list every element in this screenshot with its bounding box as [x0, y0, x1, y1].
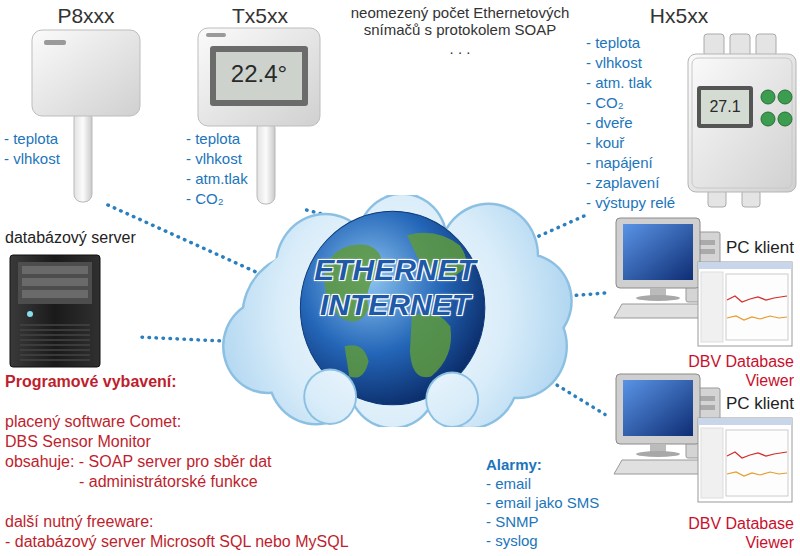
software-heading: Programové vybavení: [5, 372, 177, 391]
measured-quantity: - zaplavení [586, 174, 659, 192]
database-server: databázový server [2, 228, 142, 368]
network-link [142, 337, 226, 341]
model-heading: Hx5xx [644, 3, 714, 28]
measured-quantity: - dveře [586, 114, 633, 132]
lcd-reading: 22.4° [216, 60, 302, 89]
continent [410, 313, 451, 378]
lcd-display [701, 90, 749, 124]
software-note: další nutný freeware: [5, 512, 154, 531]
pc-drawing [614, 218, 792, 346]
display-bezel [210, 46, 308, 106]
pc-drawing [614, 374, 792, 502]
drive-cage [18, 262, 92, 304]
brand-mark [44, 40, 66, 45]
network-cloud: ETHERNET INTERNET [210, 195, 580, 427]
cloud-front [305, 371, 477, 426]
drive-bay [22, 290, 88, 298]
control-button [778, 112, 792, 126]
lcd-display [216, 52, 302, 100]
control-button [761, 112, 775, 126]
cloud-puff [427, 374, 477, 426]
measured-quantity: - vlhkost [186, 150, 242, 168]
software-note: - databázový server Microsoft SQL nebo M… [5, 532, 349, 551]
alarm-item: - email [486, 475, 531, 493]
sensor-p8-drawing [32, 30, 140, 202]
alarm-heading: Alarmy: [486, 456, 542, 474]
drive-bay [22, 278, 88, 286]
cable-gland [704, 34, 724, 56]
ellipsis-mark: . . . [440, 40, 480, 58]
cloud-puff [425, 372, 479, 427]
measured-quantity: - teplota [4, 130, 58, 148]
sensor-hx: Hx5xx- teplota - vlhkost - atm. tlak - CO₂ -… [584, 0, 798, 216]
continent [345, 345, 369, 377]
cable-gland [742, 190, 760, 207]
power-led [27, 311, 33, 317]
software-note: DBS Sensor Monitor [5, 432, 151, 451]
server-tower [10, 255, 100, 367]
vent-grille [20, 325, 90, 360]
server-drawing [10, 255, 100, 367]
cloud-fill [224, 195, 570, 427]
measured-quantity: - vlhkost [586, 54, 642, 72]
network-title: ETHERNET INTERNET [300, 253, 490, 322]
software-note: obsahuje: - SOAP server pro sběr dat [5, 452, 272, 471]
software-note: placený software Comet: [5, 412, 181, 431]
measured-quantity: - teplota [186, 130, 240, 148]
pc-client: PC klientDBV Database Viewer [605, 212, 798, 392]
model-heading: Tx5xx [185, 3, 335, 28]
software-note: - administrátorské funkce [79, 472, 258, 491]
sensor-p8: P8xxx - teplota - vlhkost [0, 0, 174, 205]
sensor-hx-drawing [688, 34, 796, 207]
control-button [778, 90, 792, 104]
control-button [761, 90, 775, 104]
network-link [569, 293, 605, 296]
sensor-tx: Tx5xx - teplota - vlhkost - atm.tlak - CO₂ [185, 0, 337, 210]
cable-gland [756, 34, 776, 56]
lcd-reading: 27.1 [701, 97, 749, 116]
measured-quantity: - vlhkost [4, 150, 60, 168]
network-link [534, 216, 584, 238]
measured-quantity: - kouř [586, 134, 624, 152]
app-name: DBV Database Viewer [679, 353, 794, 390]
measured-quantity: - CO₂ [186, 190, 224, 208]
measured-quantity: - atm. tlak [586, 74, 652, 92]
alarm-item: - SNMP [486, 513, 539, 531]
housing-lid [692, 58, 792, 188]
client-heading: PC klient [726, 238, 794, 258]
pc-client: PC klientDBV Database Viewer [605, 368, 798, 554]
measured-quantity: - výstupy relé [586, 194, 675, 212]
brand-mark [206, 33, 226, 37]
measured-quantity: - teplota [586, 34, 640, 52]
alarm-item: - syslog [486, 532, 538, 550]
server-heading: databázový server [5, 228, 136, 247]
network-link [551, 382, 605, 415]
measured-quantity: - CO₂ [586, 94, 624, 112]
cable-gland [708, 190, 726, 207]
sensor-probe [74, 110, 92, 202]
sensor-housing [32, 30, 140, 116]
caption-text: neomezený počet Ethernetových snímačů s … [340, 4, 580, 39]
cloud-front-outline [303, 368, 479, 427]
alarm-item: - email jako SMS [486, 494, 599, 512]
cloud-puff [303, 368, 357, 424]
client-heading: PC klient [726, 394, 794, 414]
sensor-probe [257, 120, 275, 204]
model-heading: P8xxx [0, 3, 172, 28]
measured-quantity: - atm.tlak [186, 170, 248, 188]
measured-quantity: - napájení [586, 154, 653, 172]
cable-gland [730, 34, 750, 56]
display-bezel [697, 86, 753, 128]
sensor-housing [198, 28, 320, 126]
cloud-outline [222, 195, 573, 427]
sensor-housing [688, 54, 796, 192]
drive-bay [22, 266, 88, 274]
app-name: DBV Database Viewer [679, 515, 794, 552]
cloud-puff [305, 371, 355, 423]
